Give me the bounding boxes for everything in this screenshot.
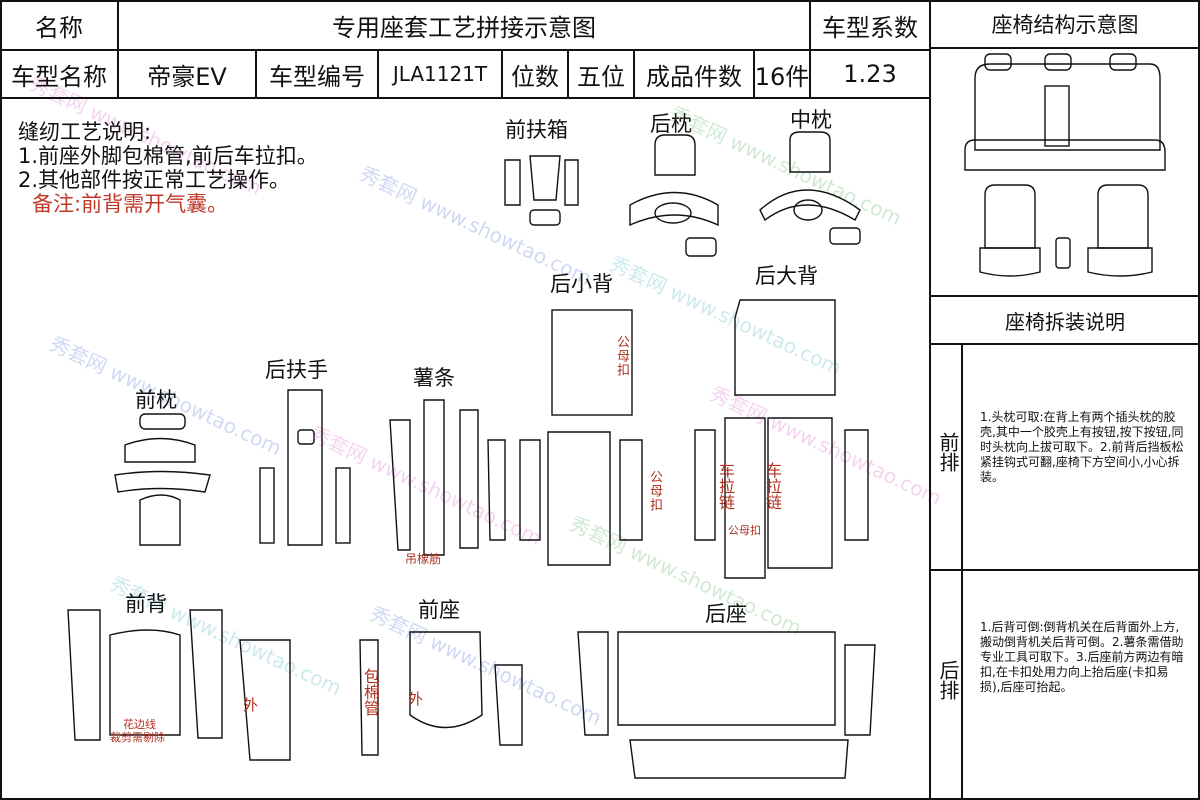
- annotation-hanging-rib: 吊橡筋: [405, 552, 442, 566]
- seats-value: 五位: [577, 62, 625, 91]
- label-rear-small-back: 后小背: [550, 272, 613, 296]
- instructions-line-1: 1.前座外脚包棉管,前后车拉扣。: [18, 144, 318, 168]
- rear-row-label: 后排: [936, 660, 960, 700]
- model-name-label: 车型名称: [11, 62, 107, 91]
- rear-row-instructions: 1.后背可倒:倒背机关在后背面外上方,搬动倒背机关后背可倒。2.薯条需借助专业工…: [980, 620, 1184, 694]
- model-code-label: 车型编号: [269, 62, 365, 91]
- coef-label: 车型系数: [822, 13, 918, 42]
- label-rear-headrest: 后枕: [650, 112, 692, 136]
- rear-big-back-pattern: [694, 299, 869, 579]
- coef-value: 1.23: [843, 60, 897, 88]
- instructions-remark: 备注:前背需开气囊。: [32, 192, 229, 216]
- label-strip: 薯条: [413, 366, 455, 390]
- annotation-cut-remove: 裁剪需剔除: [110, 731, 165, 744]
- label-middle-headrest: 中枕: [790, 108, 832, 132]
- model-name: 帝豪EV: [147, 62, 227, 91]
- rear-armrest-pattern: [259, 389, 351, 546]
- name-label: 名称: [35, 13, 83, 42]
- label-front-armbox: 前扶箱: [505, 118, 568, 142]
- label-front-headrest: 前枕: [135, 388, 177, 412]
- front-row-instructions: 1.头枕可取:在背上有两个插头枕的胶壳,其中一个胶壳上有按钮,按下按钮,同时头枕…: [980, 410, 1184, 484]
- rear-seat-pattern: [577, 631, 876, 779]
- label-rear-big-back: 后大背: [755, 264, 818, 288]
- disassembly-title: 座椅拆装说明: [1005, 310, 1125, 334]
- seats-label: 位数: [511, 62, 559, 91]
- annotation-car-zipper-left: 车拉链: [716, 462, 735, 510]
- model-code: JLA1121T: [392, 62, 488, 86]
- annotation-male-female-clip-2: 公母扣: [647, 470, 662, 512]
- front-row-label: 前排: [936, 432, 960, 472]
- pieces-label: 成品件数: [646, 62, 742, 91]
- front-back-pattern: [67, 609, 291, 761]
- front-armbox-pattern: [504, 155, 579, 226]
- middle-headrest-pattern: [759, 131, 861, 245]
- front-seat-pattern: [359, 631, 523, 756]
- annotation-edge-line: 花边线: [123, 718, 156, 731]
- label-front-back: 前背: [125, 592, 167, 616]
- pieces-value: 16件: [754, 62, 810, 91]
- rear-headrest-pattern: [629, 134, 719, 257]
- annotation-outer-back: 外: [243, 696, 259, 714]
- annotation-wrap-cotton-tube: 包棉管: [361, 668, 380, 716]
- seat-structure-diagram: [964, 53, 1166, 277]
- sheet-title: 专用座套工艺拼接示意图: [332, 13, 596, 42]
- label-rear-seat: 后座: [705, 602, 747, 626]
- label-front-seat: 前座: [418, 598, 460, 622]
- annotation-car-zipper-right: 车拉链: [763, 462, 782, 510]
- annotation-male-female-clip: 公母扣: [614, 335, 629, 377]
- strip-pattern: [389, 399, 506, 556]
- front-headrest-pattern: [114, 413, 211, 546]
- label-rear-armrest: 后扶手: [265, 358, 328, 382]
- annotation-male-female: 公母扣: [728, 524, 761, 537]
- annotation-outer-seat: 外: [408, 690, 424, 708]
- structure-title: 座椅结构示意图: [991, 13, 1139, 37]
- rear-small-back-pattern: [519, 309, 643, 566]
- instructions-line-2: 2.其他部件按正常工艺操作。: [18, 168, 291, 192]
- instructions-title: 缝纫工艺说明:: [18, 120, 152, 144]
